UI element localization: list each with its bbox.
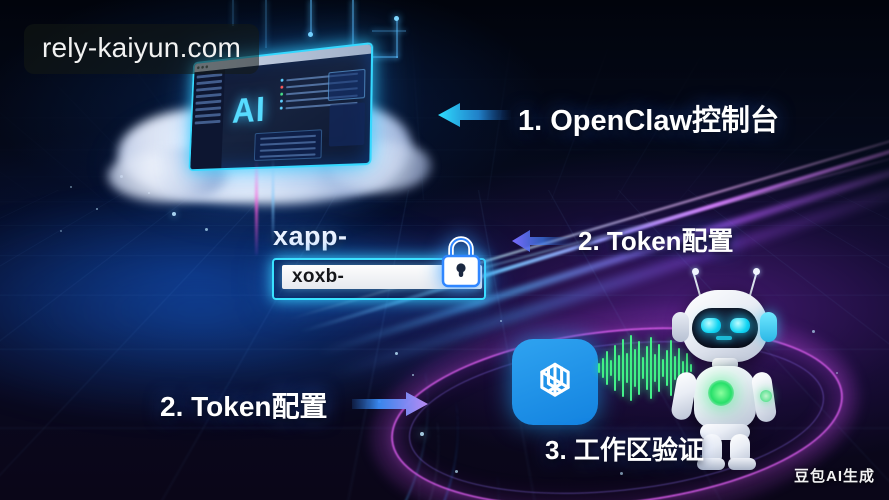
step-3-label: 3. 工作区验证 bbox=[545, 435, 704, 465]
particle bbox=[620, 472, 623, 475]
particle bbox=[700, 455, 702, 457]
light-stream-glow bbox=[0, 195, 520, 425]
particle bbox=[60, 230, 62, 232]
circuit-trace bbox=[352, 56, 398, 58]
generator-watermark: 豆包AI生成 bbox=[793, 468, 875, 485]
particle bbox=[812, 330, 815, 333]
console-sidebar[interactable] bbox=[190, 69, 226, 170]
cloud-light-beam bbox=[272, 158, 274, 246]
circuit-node bbox=[308, 32, 313, 37]
site-watermark: rely-kaiyun.com bbox=[24, 24, 260, 74]
sidebar-item[interactable] bbox=[194, 113, 221, 118]
particle bbox=[836, 372, 838, 374]
step-2-label: 2. Token配置 bbox=[578, 226, 734, 256]
circuit-trace bbox=[265, 0, 267, 48]
console-log-panel bbox=[253, 129, 323, 162]
particle bbox=[395, 352, 398, 355]
step-2-bottom-label: 2. Token配置 bbox=[160, 391, 328, 422]
console-side-panel bbox=[328, 102, 365, 147]
circuit-node bbox=[394, 16, 399, 21]
cloud-light-beam bbox=[255, 160, 258, 255]
circuit-trace bbox=[310, 0, 312, 34]
circuit-trace bbox=[352, 0, 354, 58]
circuit-trace bbox=[232, 0, 234, 26]
arrow-right-icon bbox=[352, 389, 428, 424]
particle bbox=[500, 320, 502, 322]
circuit-trace bbox=[372, 30, 406, 32]
particle bbox=[96, 208, 98, 210]
token-app-prefix-text: xapp- bbox=[273, 221, 348, 251]
sidebar-item[interactable] bbox=[195, 93, 222, 99]
console-ai-headline: AI bbox=[231, 90, 267, 131]
particle bbox=[455, 470, 458, 473]
particle bbox=[70, 186, 72, 188]
sidebar-item[interactable] bbox=[194, 119, 221, 125]
arrow-left-icon bbox=[512, 228, 574, 259]
particle bbox=[412, 374, 414, 376]
particle bbox=[172, 212, 176, 216]
sidebar-item[interactable] bbox=[195, 99, 222, 105]
arrow-left-icon bbox=[438, 100, 512, 135]
sidebar-item[interactable] bbox=[196, 86, 222, 92]
lock-icon bbox=[437, 233, 485, 289]
audio-waveform-icon bbox=[598, 332, 708, 404]
sidebar-item[interactable] bbox=[195, 106, 222, 112]
particle bbox=[205, 228, 208, 231]
circuit-trace bbox=[396, 18, 398, 58]
particle bbox=[420, 432, 424, 436]
token-input-value: xoxb- bbox=[292, 266, 345, 287]
robot-icon bbox=[650, 268, 810, 470]
openai-logo-icon bbox=[512, 339, 598, 425]
console-preview-panel bbox=[327, 68, 366, 102]
sidebar-item[interactable] bbox=[196, 79, 223, 86]
step-1-label: 1. OpenClaw控制台 bbox=[518, 105, 780, 137]
